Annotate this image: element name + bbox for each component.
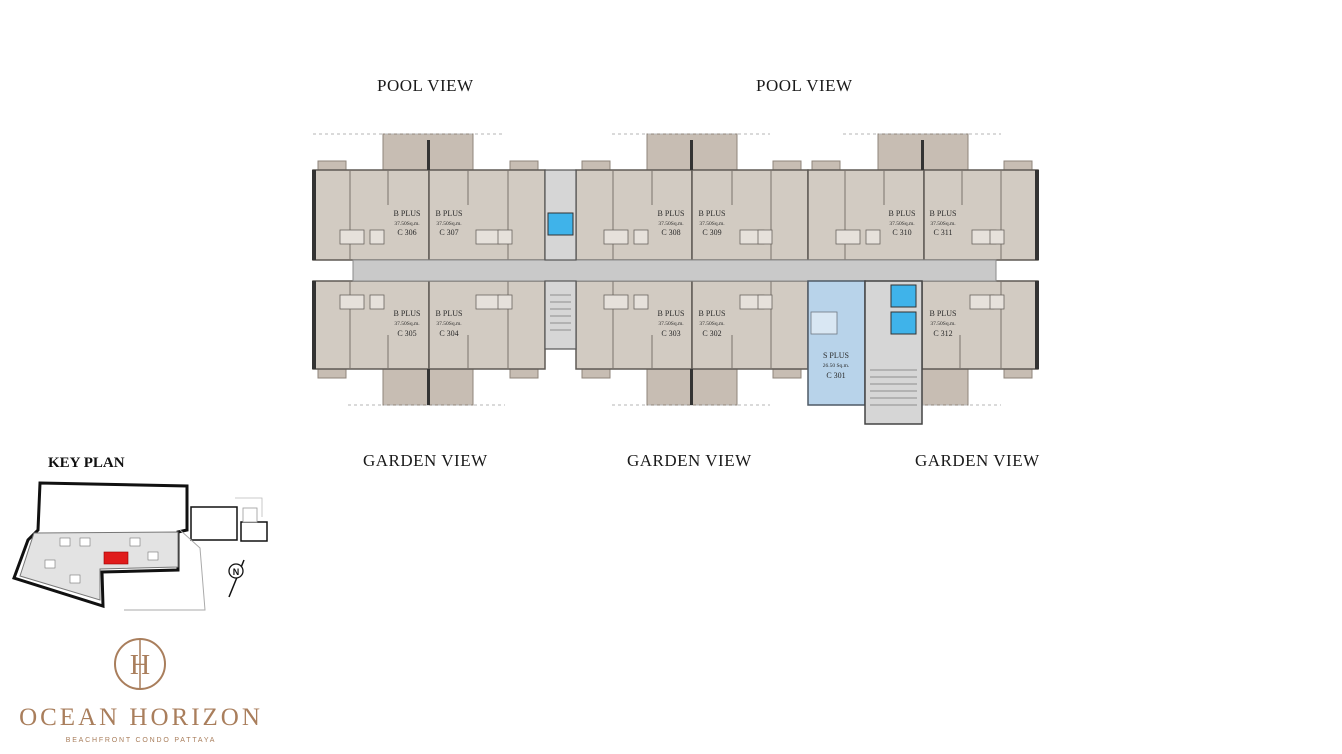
unit-area: 37.50Sq.m. [436, 321, 462, 327]
central-corridor [352, 259, 997, 282]
unit-type: B PLUS [436, 309, 463, 318]
stair-right-treads [870, 369, 917, 406]
unit-type: B PLUS [658, 309, 685, 318]
unit-code: C 310 [892, 228, 911, 237]
unit-code: C 303 [661, 329, 680, 338]
unit-type: B PLUS [699, 309, 726, 318]
logo-letter: H [130, 650, 150, 681]
garden-view-label-middle: GARDEN VIEW [627, 451, 752, 470]
elevator-top [547, 212, 574, 236]
label-c310: B PLUS 37.50Sq.m.C 310 [889, 209, 916, 237]
pool-view-label-right: POOL VIEW [756, 76, 853, 95]
stair-left [544, 280, 577, 350]
garden-side-balconies [317, 368, 1033, 406]
key-plan-title: KEY PLAN [48, 455, 125, 471]
studio-unit [807, 280, 866, 406]
label-c306: B PLUS 37.50Sq.m.C 306 [394, 209, 421, 237]
unit-type: B PLUS [889, 209, 916, 218]
brand-name: OCEAN HORIZON [19, 704, 263, 731]
label-c302: B PLUS 37.50Sq.m. C 302 [699, 309, 726, 338]
unit-code: C 309 [702, 228, 721, 237]
garden-view-label-left: GARDEN VIEW [363, 451, 488, 470]
studio-bathroom [810, 311, 838, 335]
wall-ends [312, 140, 1039, 405]
north-label: N [233, 567, 240, 577]
label-c303: B PLUS 37.50Sq.m. C 303 [658, 309, 685, 338]
unit-area: 37.50Sq.m. [889, 221, 915, 227]
unit-type: B PLUS [658, 209, 685, 218]
key-plan-highlight [103, 551, 129, 565]
bottom-unit-row [312, 280, 1039, 370]
label-c309: B PLUS 37.50Sq.m.C 309 [699, 209, 726, 237]
unit-area: 37.50Sq.m. [394, 221, 420, 227]
ocean-horizon-logo-icon: H [114, 638, 166, 690]
unit-code: C 306 [397, 228, 416, 237]
unit-type: B PLUS [930, 209, 957, 218]
elevator-right-1 [890, 284, 917, 308]
unit-area: 37.50Sq.m. [436, 221, 462, 227]
unit-code: C 308 [661, 228, 680, 237]
unit-area: 37.50Sq.m. [930, 321, 956, 327]
unit-code: C 302 [702, 329, 721, 338]
unit-area: 37.50Sq.m. [394, 321, 420, 327]
unit-code: C 301 [826, 371, 845, 380]
unit-code: C 311 [933, 228, 952, 237]
north-arrow-icon: N [228, 559, 245, 598]
label-c308: B PLUS 37.50Sq.m.C 308 [658, 209, 685, 237]
unit-code: C 307 [439, 228, 458, 237]
label-c312: B PLUS 37.50Sq.m. C 312 [930, 309, 957, 338]
label-c305: B PLUS 37.50Sq.m. C 305 [394, 309, 421, 338]
unit-area: 37.50Sq.m. [658, 321, 684, 327]
unit-type: B PLUS [930, 309, 957, 318]
unit-area: 37.50Sq.m. [699, 221, 725, 227]
unit-code: C 312 [933, 329, 952, 338]
stair-left-treads [550, 294, 571, 331]
unit-area: 37.50Sq.m. [699, 321, 725, 327]
unit-type: B PLUS [436, 209, 463, 218]
unit-area: 26.50 Sq.m. [823, 363, 850, 369]
pool-view-label-left: POOL VIEW [377, 76, 474, 95]
unit-type: B PLUS [394, 309, 421, 318]
key-plan-map [12, 481, 268, 611]
unit-code: C 304 [439, 329, 458, 338]
elevator-right-2 [890, 311, 917, 335]
label-c307: B PLUS 37.50Sq.m.C 307 [436, 209, 463, 237]
unit-area: 37.50Sq.m. [930, 221, 956, 227]
label-c301: S PLUS 26.50 Sq.m. C 301 [823, 351, 850, 380]
unit-type: B PLUS [394, 209, 421, 218]
unit-code: C 305 [397, 329, 416, 338]
unit-type: B PLUS [699, 209, 726, 218]
bathroom-fixtures [339, 229, 1005, 310]
brand-tagline: BEACHFRONT CONDO PATTAYA [65, 737, 217, 744]
garden-view-label-right: GARDEN VIEW [915, 451, 1040, 470]
unit-type: S PLUS [823, 351, 849, 360]
unit-area: 37.50Sq.m. [658, 221, 684, 227]
label-c311: B PLUS 37.50Sq.m.C 311 [930, 209, 957, 237]
label-c304: B PLUS 37.50Sq.m. C 304 [436, 309, 463, 338]
pool-side-balconies [317, 133, 1033, 171]
